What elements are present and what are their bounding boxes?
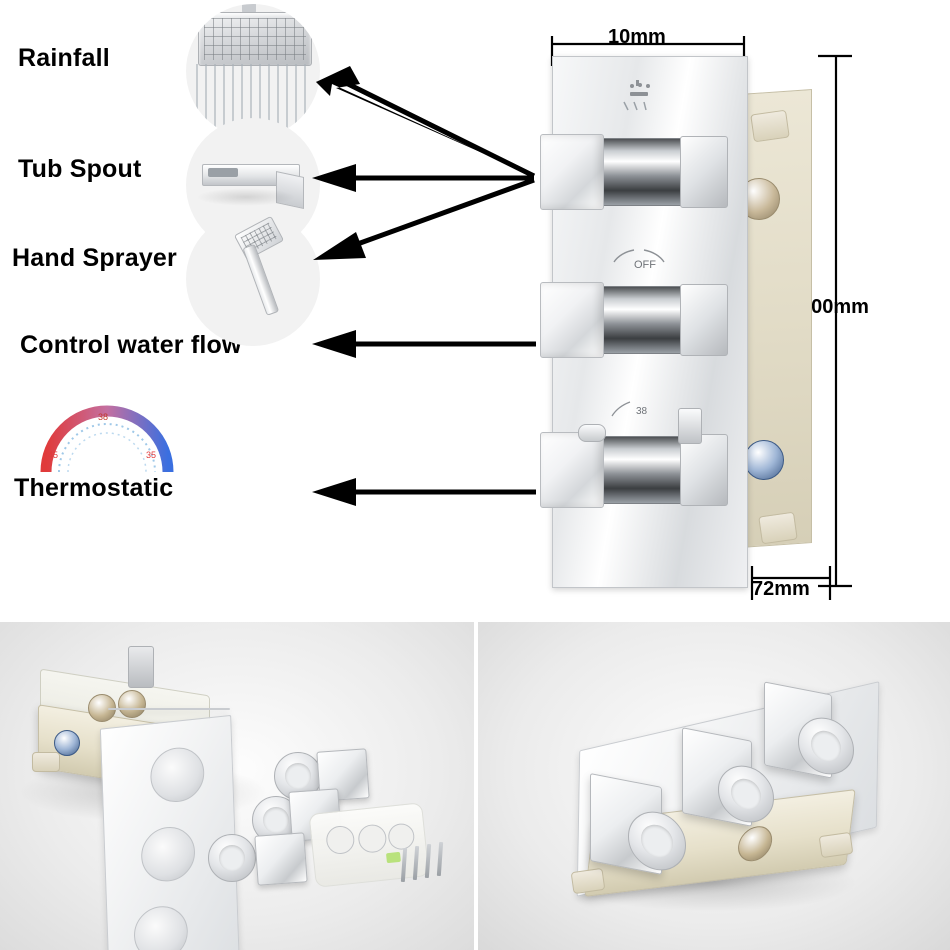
photo-divider <box>474 622 478 950</box>
hand-sprayer-head-icon <box>233 215 285 261</box>
rainfall-head-icon <box>198 12 312 66</box>
thumbnail-hand-sprayer <box>186 212 320 346</box>
screw-4 <box>436 841 444 877</box>
plate-hole-1 <box>149 744 206 805</box>
cube-handle-3 <box>254 832 308 886</box>
thumbnail-rainfall <box>186 4 320 138</box>
dimension-depth: 72mm <box>752 578 810 600</box>
valve-top-spigot <box>128 646 154 688</box>
plate-hole-3 <box>133 903 189 950</box>
knob-function-selector[interactable] <box>540 134 730 214</box>
trim-ring-3 <box>208 834 256 882</box>
exploded-parts-photo <box>0 622 474 950</box>
svg-text:38: 38 <box>636 406 648 417</box>
trim-ring-1 <box>274 752 322 800</box>
photo-strip: 38 35 OFF <box>0 622 950 950</box>
valve-port-cold <box>54 730 80 756</box>
knob-volume-control[interactable] <box>540 282 730 362</box>
dimension-height: 300mm <box>800 296 869 318</box>
rainfall-pipe-icon <box>242 4 256 14</box>
valve-lug-left <box>32 752 60 772</box>
plate-hole-2 <box>140 824 196 885</box>
dimension-width: 10mm <box>608 26 666 48</box>
assembled-valve-photo: 38 35 OFF <box>478 622 950 950</box>
thermostatic-gauge-icon: 45 38 35 <box>40 405 174 473</box>
hand-sprayer-handle-icon <box>242 243 280 316</box>
face-plate-photo <box>99 714 241 950</box>
temperature-override-button[interactable] <box>578 424 606 442</box>
section-divider <box>0 618 950 622</box>
mounting-lug-bottom <box>758 511 798 545</box>
svg-text:45: 45 <box>48 450 58 460</box>
knob-thermostatic-control[interactable] <box>540 432 730 512</box>
template-green-marker <box>385 851 401 864</box>
svg-text:35: 35 <box>146 450 156 460</box>
label-tub-spout: Tub Spout <box>18 155 142 183</box>
svg-text:38: 38 <box>98 412 108 422</box>
mounting-template <box>308 802 430 888</box>
label-hand-sprayer: Hand Sprayer <box>12 244 177 272</box>
label-thermostatic: Thermostatic <box>14 474 174 502</box>
assembled-lug-right <box>818 831 854 859</box>
safety-stop-button[interactable] <box>678 408 702 444</box>
inlet-port-cold <box>744 440 784 480</box>
mounting-lug-top <box>750 109 790 143</box>
valve-port-b <box>118 690 146 718</box>
diagram-region: Rainfall Tub Spout Hand Sprayer Control … <box>12 4 869 600</box>
label-rainfall: Rainfall <box>18 44 110 72</box>
label-control-water-flow: Control water flow <box>20 331 242 359</box>
screw-3 <box>424 843 432 879</box>
tub-spout-outlet-icon <box>208 168 238 177</box>
svg-text:OFF: OFF <box>634 259 656 271</box>
